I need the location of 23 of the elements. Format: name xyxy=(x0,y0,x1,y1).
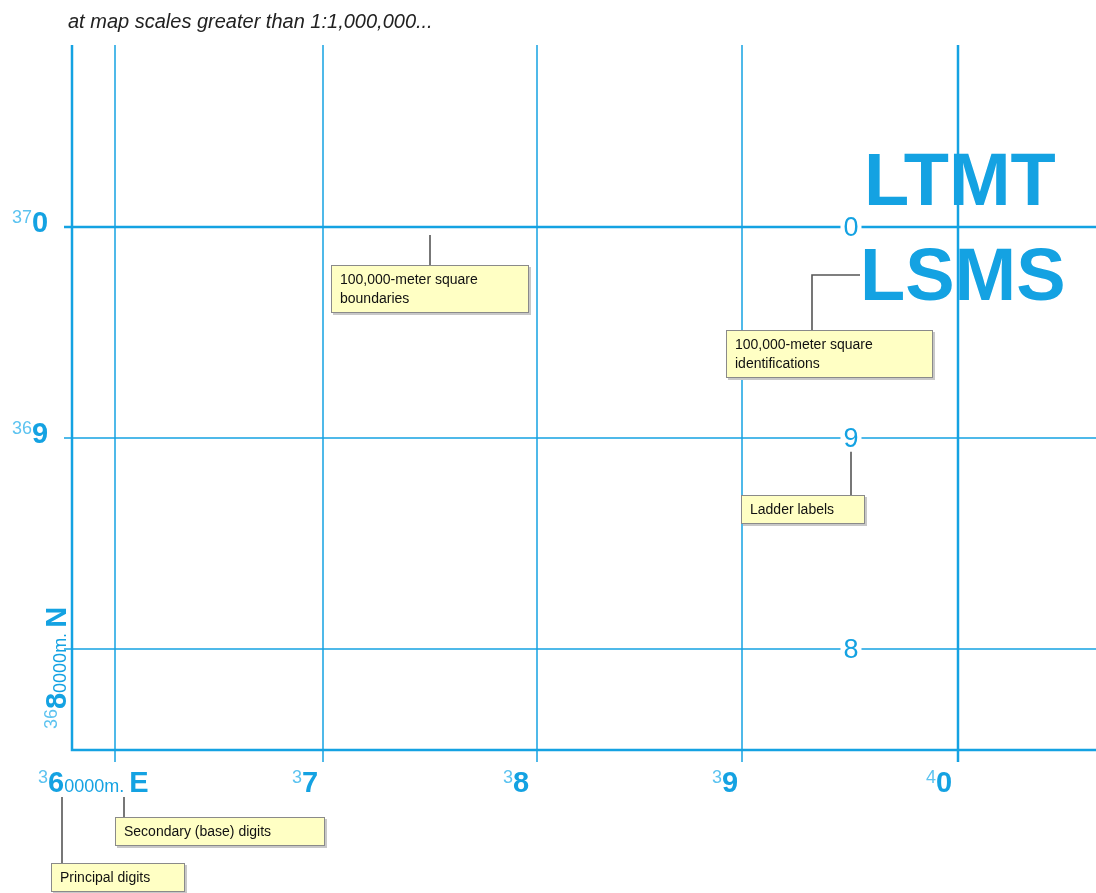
callout-text: Principal digits xyxy=(60,869,151,885)
northing-label: $^{37}$0 xyxy=(12,208,49,237)
callout-box xyxy=(331,265,529,313)
easting-label: $^{4}$0 xyxy=(926,768,953,797)
leader-line xyxy=(61,796,63,864)
leader-line xyxy=(123,796,125,818)
easting-label: $^{3}$9 xyxy=(712,768,739,797)
callout-box xyxy=(741,495,865,524)
leader-line xyxy=(811,274,861,331)
northing-label: $^{36}$9 xyxy=(12,419,49,448)
callout-box xyxy=(726,330,933,378)
easting-label: $^{3}$60000m. E xyxy=(38,768,149,797)
callout-text: 100,000-meter square boundaries xyxy=(340,271,478,306)
callout-text: Ladder labels xyxy=(750,501,835,517)
callout-text: 100,000-meter square identifications xyxy=(735,336,873,371)
callout-box xyxy=(51,863,185,892)
leader-line xyxy=(429,234,431,266)
easting-label: $^{3}$8 xyxy=(503,768,530,797)
callout-box xyxy=(115,817,325,846)
leader-line xyxy=(850,450,852,496)
callout-text: Secondary (base) digits xyxy=(124,823,272,839)
diagram-title: at map scales greater than 1:1,000,000... xyxy=(68,10,433,33)
easting-label: $^{3}$7 xyxy=(292,768,319,797)
